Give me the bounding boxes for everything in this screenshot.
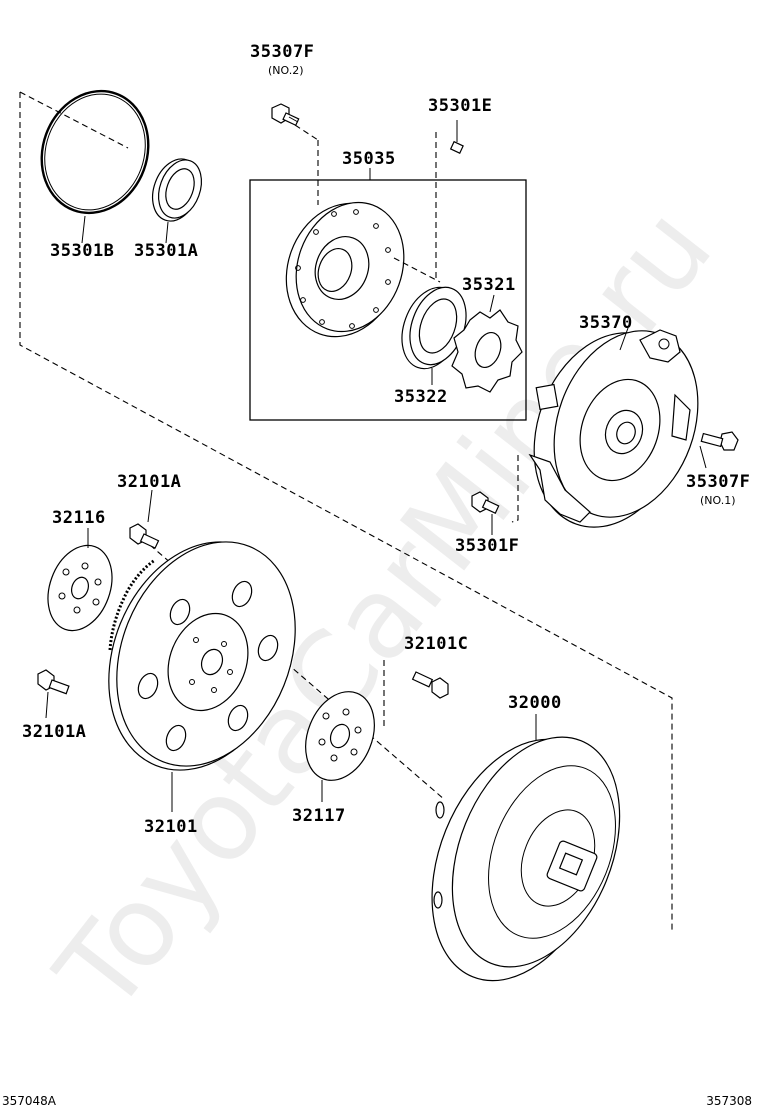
bolt-35307F-no2 <box>271 103 300 127</box>
footer-left-code: 357048A <box>2 1094 57 1108</box>
spacer-32116 <box>47 544 113 632</box>
part-label-35307F-right: 35307F <box>686 472 751 492</box>
torque-converter-32000 <box>431 736 621 982</box>
bolt-32101A-top <box>129 523 160 549</box>
part-note-no1: (NO.1) <box>700 494 736 507</box>
part-label-35321: 35321 <box>462 275 516 295</box>
boundary-top-line <box>19 91 129 149</box>
part-label-32116: 32116 <box>52 508 106 528</box>
part-label-35307F-top: 35307F <box>250 42 315 62</box>
bolt-35301F <box>471 491 500 514</box>
part-label-35035: 35035 <box>342 149 396 169</box>
o-ring-35301B <box>40 89 150 215</box>
part-label-32101A-top: 32101A <box>117 472 182 492</box>
bolt-32101A-left <box>37 669 70 695</box>
part-label-35322: 35322 <box>394 387 448 407</box>
part-label-32117: 32117 <box>292 806 346 826</box>
oil-seal-35301A <box>152 158 203 222</box>
spacer-32117 <box>305 691 375 781</box>
part-label-35301A: 35301A <box>134 241 199 261</box>
bolt-35307F-no1 <box>700 431 739 451</box>
part-note-no2: (NO.2) <box>268 64 304 77</box>
driven-gear-35322 <box>401 286 467 370</box>
part-label-32000: 32000 <box>508 693 562 713</box>
part-label-35301E: 35301E <box>428 96 493 116</box>
part-label-32101C: 32101C <box>404 634 469 654</box>
drive-gear-35321 <box>451 309 523 393</box>
part-label-35370: 35370 <box>579 313 633 333</box>
stator-plate <box>285 201 405 338</box>
part-label-35301F: 35301F <box>455 536 520 556</box>
oil-pump-body-35370 <box>528 329 699 528</box>
assembly-boundary-line <box>19 92 673 932</box>
drive-plate-32101 <box>108 541 296 771</box>
pin-35301E <box>449 140 464 154</box>
pump-subassembly-box <box>249 179 527 421</box>
footer-right-code: 357308 <box>706 1094 752 1108</box>
part-label-32101A-left: 32101A <box>22 722 87 742</box>
part-label-35301B: 35301B <box>50 241 115 261</box>
bolt-32101C <box>411 671 449 699</box>
part-label-32101: 32101 <box>144 817 198 837</box>
